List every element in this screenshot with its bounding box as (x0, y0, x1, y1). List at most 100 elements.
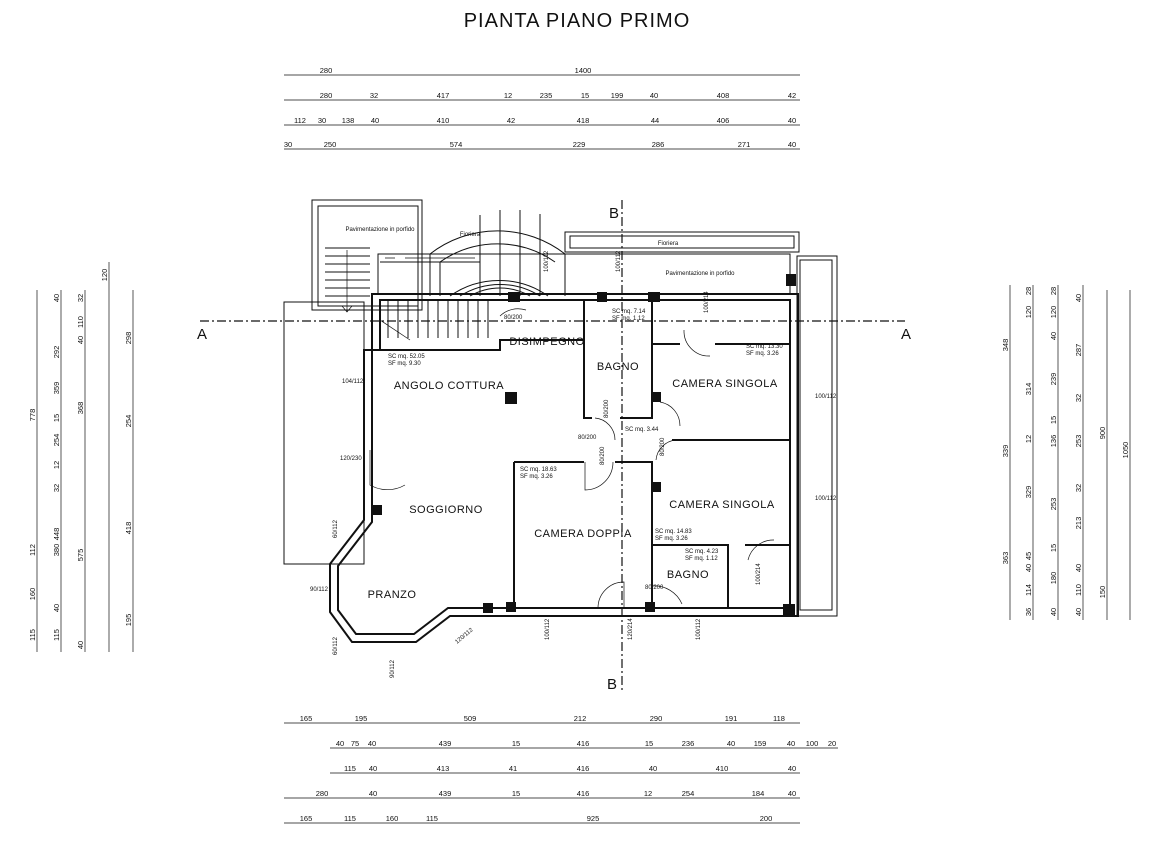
dim-bottom: 40 (368, 739, 376, 748)
surface-labels: SC mq. 52.05 SF mq. 9.30 SC mq. 7.14 SF … (388, 309, 783, 562)
dim-left: 115 (28, 629, 37, 641)
room-camera-singola: CAMERA SINGOLA (669, 499, 775, 511)
doors (369, 308, 775, 609)
room-angolo-cottura: ANGOLO COTTURA (394, 380, 504, 392)
dim-left: 120 (100, 269, 109, 282)
dim-bottom: 40 (649, 764, 657, 773)
dim-right: 339 (1001, 445, 1010, 458)
fioriera-label: Fioriera (460, 232, 481, 238)
dim-bottom: 439 (439, 739, 452, 748)
dim-right: 180 (1049, 572, 1058, 585)
dim-top: 138 (342, 116, 355, 125)
opening-labels: 80/200 100/112 100/112 100/214 80/200 10… (310, 250, 837, 678)
room-labels: ANGOLO COTTURA DISIMPEGNO BAGNO CAMERA S… (368, 336, 778, 601)
dim-bottom: 20 (828, 739, 836, 748)
top-dimension-lines: 280 1400 280 32 417 12 235 15 199 40 408… (284, 66, 800, 150)
surface-sf: SF mq. 1.12 (612, 316, 645, 322)
dim-left: 15 (52, 414, 61, 422)
dim-right: 363 (1001, 552, 1010, 565)
dim-bottom: 159 (754, 739, 767, 748)
surface-sc: SC mq. 52.05 (388, 354, 425, 360)
dim-left: 448 (52, 528, 61, 541)
dim-bottom: 925 (587, 814, 600, 823)
left-dimension-lines: 778 115 160 112 115 40 380 448 32 12 254… (28, 262, 134, 652)
room-disimpegno: DISIMPEGNO (509, 336, 584, 348)
dim-right: 287 (1074, 344, 1083, 357)
dim-right: 15 (1049, 416, 1058, 424)
opening-label: 100/112 (545, 618, 551, 640)
opening-label: 100/112 (815, 394, 837, 400)
dim-left: 254 (124, 415, 133, 428)
dim-bottom: 413 (437, 764, 450, 773)
room-bagno: BAGNO (667, 569, 709, 581)
dim-bottom: 115 (426, 814, 438, 823)
opening-label: 90/112 (310, 587, 329, 593)
dim-left: 292 (52, 346, 61, 359)
dim-bottom: 115 (344, 814, 356, 823)
opening-label: 100/214 (704, 291, 710, 313)
opening-label: 120/230 (340, 456, 362, 462)
dim-left: 298 (124, 332, 133, 345)
dim-right: 120 (1049, 306, 1058, 319)
dim-bottom: 410 (716, 764, 729, 773)
dim-left: 40 (52, 604, 61, 612)
dim-right: 329 (1024, 486, 1033, 499)
dim-top: 286 (652, 140, 665, 149)
dim-right: 120 (1024, 306, 1033, 319)
surface-sc: SC mq. 13.30 (746, 344, 783, 350)
surface-sf: SF mq. 3.26 (520, 474, 553, 480)
room-pranzo: PRANZO (368, 589, 417, 601)
dim-left: 110 (76, 316, 85, 328)
opening-label: 60/112 (333, 519, 339, 538)
opening-label: 90/112 (390, 659, 396, 678)
dim-top: 235 (540, 91, 553, 100)
surface-sc: SC mq. 4.23 (685, 549, 719, 555)
opening-label: 120/214 (628, 618, 634, 640)
surface-sf: SF mq. 3.26 (655, 536, 688, 542)
opening-label: 104/112 (342, 379, 364, 385)
dim-top: 32 (370, 91, 378, 100)
dim-bottom: 191 (725, 714, 738, 723)
dim-right: 15 (1049, 544, 1058, 552)
opening-label: 80/200 (645, 585, 664, 591)
dim-bottom: 40 (787, 739, 795, 748)
dim-right: 239 (1049, 373, 1058, 386)
dim-right: 314 (1024, 383, 1033, 396)
dim-left: 112 (28, 544, 37, 556)
opening-label: 60/112 (333, 636, 339, 655)
dim-right: 28 (1024, 287, 1033, 295)
dim-bottom: 416 (577, 739, 590, 748)
dim-top: 271 (738, 140, 751, 149)
dim-left: 32 (76, 294, 85, 302)
right-dimension-lines: 363 339 348 36 114 40 45 329 12 314 120 … (1001, 285, 1131, 620)
dim-right: 213 (1074, 517, 1083, 530)
section-lines: A A B B (197, 200, 911, 693)
dim-bottom: 416 (577, 789, 590, 798)
opening-label: 80/200 (600, 446, 606, 465)
dim-bottom: 75 (351, 739, 359, 748)
dim-bottom: 40 (727, 739, 735, 748)
dim-top: 1400 (575, 66, 592, 75)
dim-right: 32 (1074, 484, 1083, 492)
dim-top: 40 (371, 116, 379, 125)
dim-bottom: 40 (369, 789, 377, 798)
plan-title: PIANTA PIANO PRIMO (464, 10, 691, 32)
room-soggiorno: SOGGIORNO (409, 504, 483, 516)
dim-bottom: 41 (509, 764, 517, 773)
opening-label: 100/112 (696, 618, 702, 640)
dim-bottom: 15 (512, 739, 520, 748)
dim-left: 380 (52, 544, 61, 557)
dim-left: 254 (52, 434, 61, 447)
opening-label: 100/112 (616, 250, 622, 272)
dim-top: 408 (717, 91, 730, 100)
dim-left: 195 (124, 614, 133, 627)
opening-label: 100/112 (544, 250, 550, 272)
dim-bottom: 200 (760, 814, 773, 823)
dim-bottom: 40 (788, 789, 796, 798)
dim-right: 136 (1049, 435, 1058, 448)
fioriera-label: Fioriera (658, 241, 679, 247)
dim-top: 30 (318, 116, 326, 125)
dim-top: 30 (284, 140, 292, 149)
surface-sc: SC mq. 3.44 (625, 427, 659, 433)
section-b-bottom: B (607, 676, 617, 693)
